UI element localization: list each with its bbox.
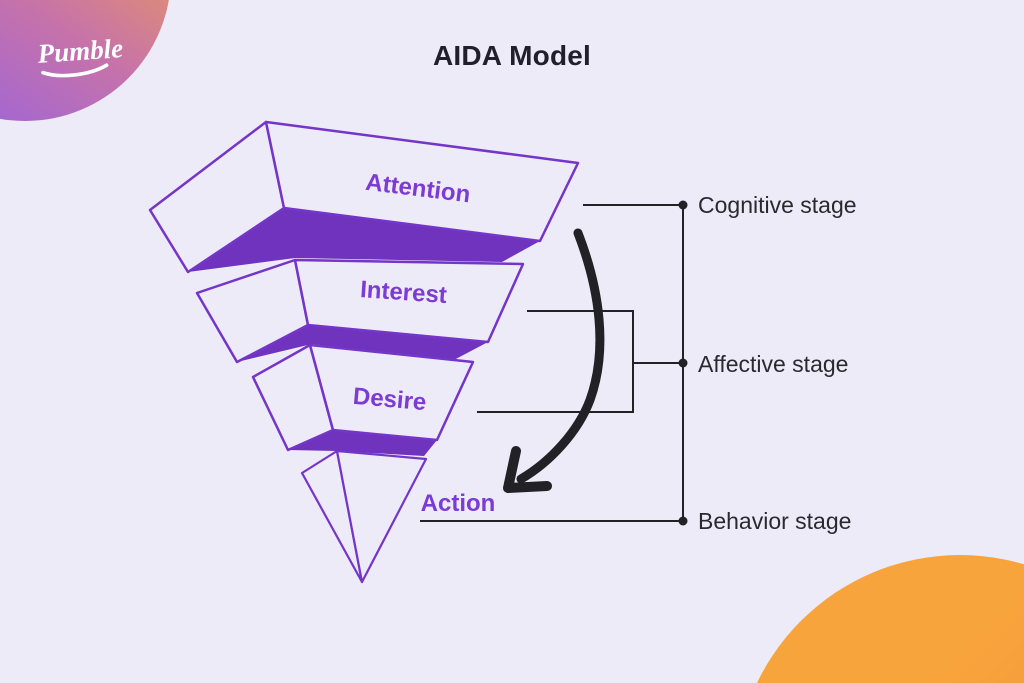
flow-arrow-head — [503, 446, 552, 493]
funnel-tier2-front-face — [293, 258, 525, 344]
page-title: AIDA Model — [432, 40, 592, 71]
funnel-tip-front-face — [335, 449, 428, 584]
pumble-logo: Pumble — [36, 33, 124, 78]
flow-arrow-shaft — [516, 228, 605, 484]
connector-dot-behavior — [678, 516, 688, 526]
connector-affective-bracket — [477, 310, 634, 413]
funnel-tier1-front-face — [264, 120, 580, 243]
funnel-band-1 — [188, 208, 540, 272]
connector-dot-cognitive — [678, 200, 688, 210]
funnel-tier3-front-face — [308, 343, 475, 442]
stage-label-cognitive: Cognitive stage — [698, 192, 857, 218]
connector-dot-affective — [678, 358, 688, 368]
stage-label-affective: Affective stage — [698, 351, 849, 377]
tier-label-desire: Desire — [352, 383, 427, 416]
tier-label-action: Action — [421, 490, 496, 517]
stage-label-behavior: Behavior stage — [698, 508, 852, 534]
tier-label-interest: Interest — [359, 276, 447, 309]
funnel-band-2 — [237, 325, 488, 362]
logo-underline-swash — [41, 63, 109, 78]
pumble-logo-text: Pumble — [36, 33, 124, 69]
